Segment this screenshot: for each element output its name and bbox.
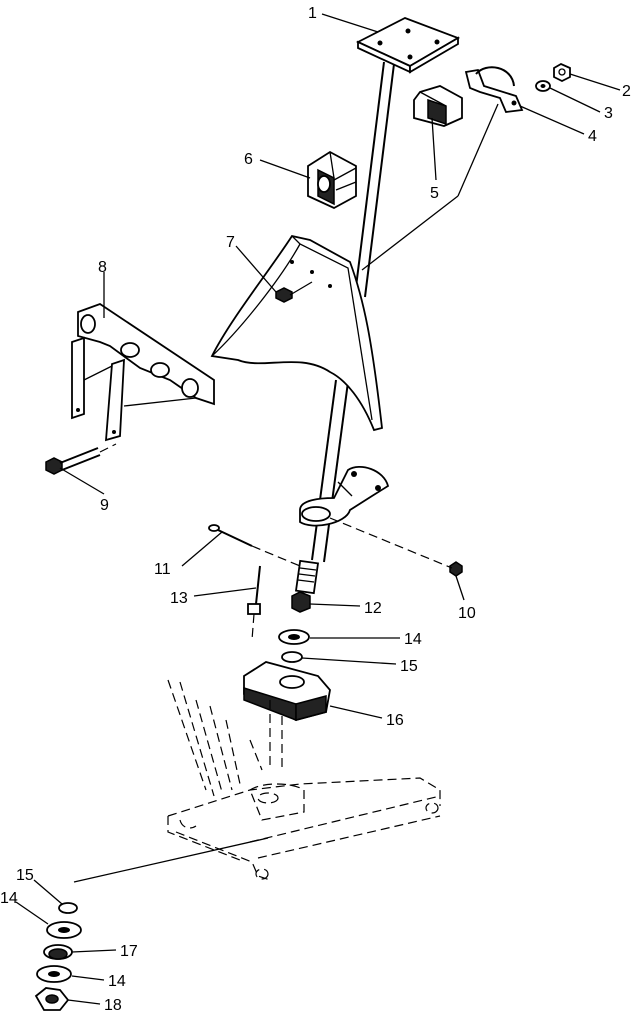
part-6-bushing-block — [307, 150, 357, 210]
callout-7: 7 — [226, 234, 235, 251]
callout-9: 9 — [100, 497, 109, 514]
part-4-u-clamp — [464, 66, 524, 113]
part-7-screw — [275, 281, 313, 303]
callout-1: 1 — [308, 5, 317, 22]
part-1-steering-post — [294, 17, 461, 595]
callout-15-lower: 15 — [16, 867, 34, 884]
callout-8: 8 — [98, 259, 107, 276]
part-18-castle-nut — [34, 987, 70, 1011]
callout-10: 10 — [458, 605, 476, 622]
callout-5: 5 — [430, 185, 439, 202]
callout-14-lower-a: 14 — [0, 890, 18, 907]
console-plate — [210, 234, 383, 432]
callout-leaders — [15, 13, 621, 1005]
part-16-bearing-block — [243, 661, 331, 722]
callout-14-lower-b: 14 — [108, 973, 126, 990]
part-5-bushing — [413, 85, 463, 127]
part-15-ring-lower — [58, 902, 78, 914]
part-14-washer-lower-b — [36, 965, 72, 983]
callout-12: 12 — [364, 600, 382, 617]
callout-17: 17 — [120, 943, 138, 960]
part-14-washer-lower-a — [46, 921, 82, 939]
callout-14-upper: 14 — [404, 631, 422, 648]
callout-16: 16 — [386, 712, 404, 729]
part-15-ring-upper — [281, 651, 303, 663]
callout-18: 18 — [104, 997, 122, 1014]
steering-arm-plate — [299, 465, 390, 527]
part-12-nut — [291, 591, 311, 613]
frame-phantom — [167, 679, 441, 881]
part-8-bracket — [71, 302, 215, 442]
part-13-pin — [247, 565, 261, 641]
callout-labels: 1 2 3 4 5 6 7 8 9 10 11 13 12 14 15 16 1… — [0, 5, 631, 1014]
part-14-washer-upper — [278, 629, 310, 645]
part-11-cotter-pin — [208, 524, 301, 567]
part-2-nut — [553, 62, 571, 83]
callout-11: 11 — [154, 561, 171, 578]
part-9-bolt — [45, 443, 117, 475]
callout-6: 6 — [244, 151, 253, 168]
callout-4: 4 — [588, 128, 597, 145]
part-10-bolt — [329, 517, 463, 577]
callout-3: 3 — [604, 105, 613, 122]
callout-15-upper: 15 — [400, 658, 418, 675]
part-17-nut — [43, 944, 73, 960]
callout-2: 2 — [622, 83, 631, 100]
callout-13: 13 — [170, 590, 188, 607]
part-3-washer — [535, 80, 551, 92]
